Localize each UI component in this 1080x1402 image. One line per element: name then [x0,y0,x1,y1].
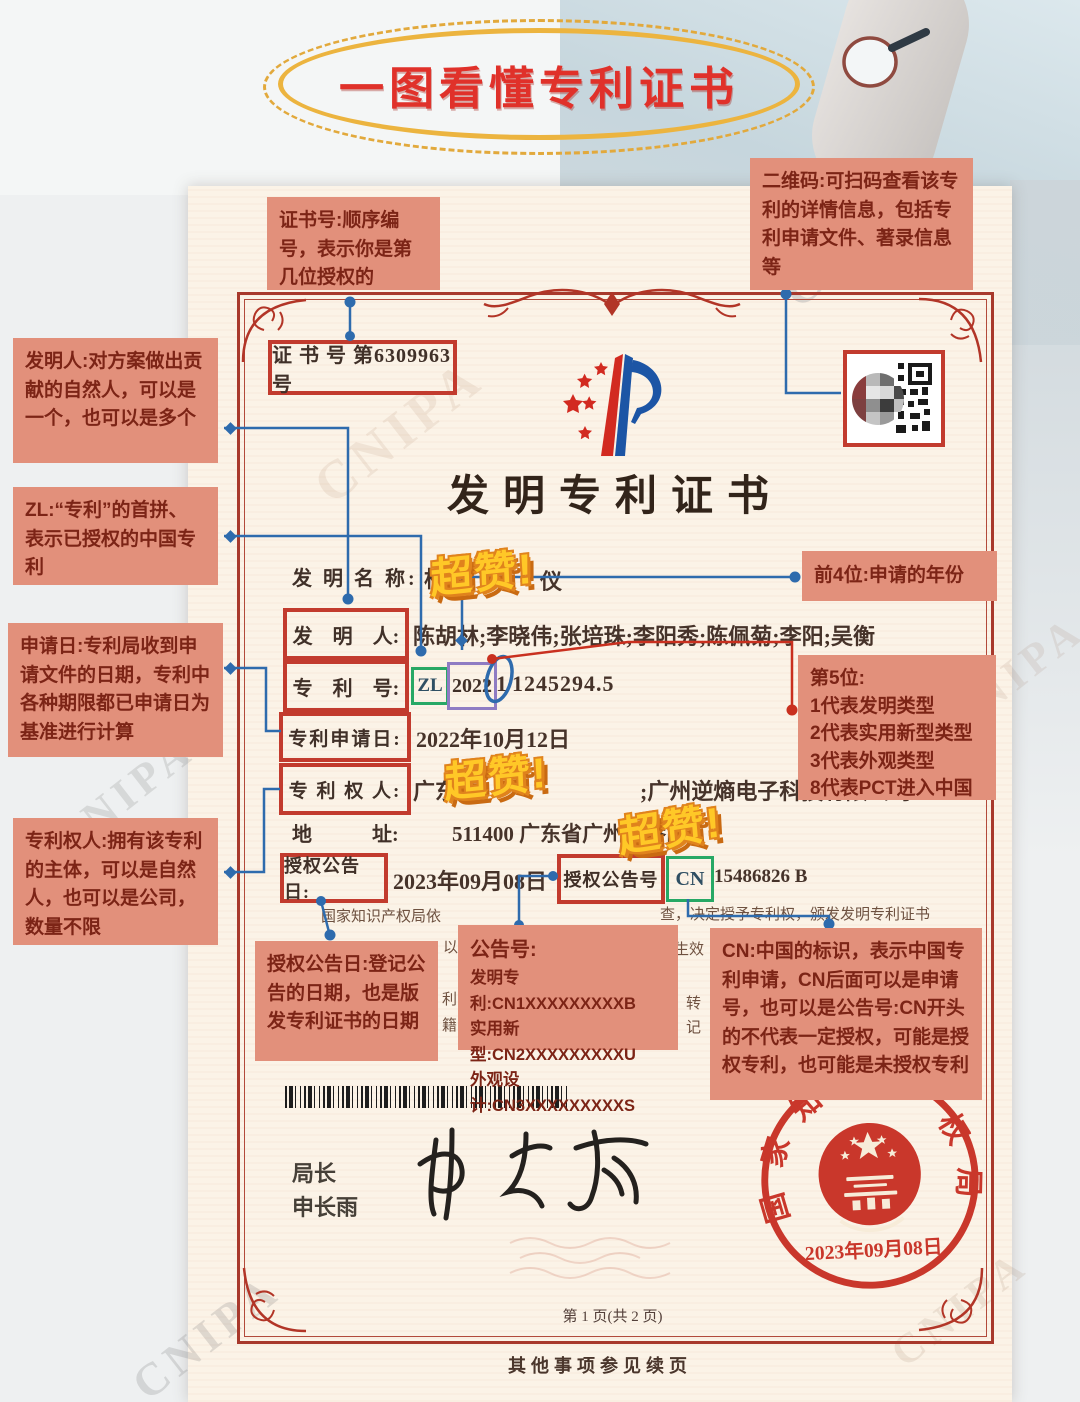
note-gazette-number: 公告号: 发明专利:CN1XXXXXXXXXB 实用新型:CN2XXXXXXXX… [458,925,678,1115]
photo-right-edge [1010,180,1080,860]
grant-number-cn: CN [666,856,714,902]
corner-flourish [241,298,307,363]
patentee-part1: 广东 [413,779,458,804]
praise-sticker: 超赞! [429,544,535,603]
note-qr-code: 二维码:可扫码查看该专利的详情信息，包括专利申请文件、著录信息等 [750,158,973,290]
page-number: 第 1 页(共 2 页) [562,1309,663,1325]
note-zl: ZL:“专利”的首拼、表示已授权的中国专利 [13,487,218,585]
praise-sticker: 超赞! [443,748,549,807]
certificate-title: 发明专利证书 [446,474,783,520]
body-fragment: 以 [443,940,459,956]
cert-number: 证 书 号 第6309963号 [272,344,451,396]
filing-date-value: 2022年10月12日 [416,727,571,752]
corner-flourish [242,1267,307,1333]
address-value: 511400 广东省广州市番禺 [452,822,688,846]
note-cn: CN:中国的标识，表示中国专利申请，CN后面可以是申请号，也可以是公告号:CN开… [710,928,982,1100]
page-title: 一图看懂专利证书 [338,62,739,114]
top-flourish [483,288,741,318]
body-text-left: 国家知识产权局依 [321,909,442,925]
magnifier-icon [842,28,930,88]
patent-number-serial: 1245294.5 [512,671,615,696]
corner-flourish [918,297,983,363]
grant-date-value: 2023年09月08日 [393,869,548,894]
commissioner-title: 局长 [292,1161,337,1186]
national-emblem [818,1122,921,1233]
body-fragment: 生效 [674,942,705,958]
body-fragment: 转 [686,996,702,1012]
body-fragment: 利 [442,992,458,1008]
note-first4: 前4位:申请的年份 [802,551,997,601]
commissioner-name: 申长雨 [292,1195,359,1220]
filing-date-label: 专利申请日: [288,728,402,750]
patent-number-zl: ZL [411,667,449,705]
note-patentee: 专利权人:拥有该专利的主体，可以是自然人，也可以是公司，数量不限 [13,818,218,945]
cnipa-logo [563,354,662,456]
invention-name-part2: 仪 [540,569,563,594]
body-fragment: 籍 [442,1018,458,1034]
wave-ornament [509,1237,671,1279]
patent-number-label: 专 利 号: [292,677,400,700]
barcode [285,1086,567,1108]
header-badge: 一图看懂专利证书 [263,19,815,155]
body-text-right: 查，决定授予专利权，颁发发明专利证书 [660,907,931,923]
commissioner-signature [417,1127,649,1221]
grant-number-value: 15486826 B [714,866,808,887]
continuation-note: 其他事项参见续页 [508,1356,692,1376]
invention-name-part1: 柯 [424,567,447,592]
note-filing-date: 申请日:专利局收到申请文件的日期，专利中各种期限都已申请日为基准进行计算 [8,623,223,757]
address-label: 地 址: [292,824,399,846]
inventor-label: 发 明 人: [292,625,400,648]
grant-number-label: 授权公告号 [563,870,659,890]
patent-number-kind: 1 [496,671,507,696]
note-cert-number: 证书号:顺序编号，表示你是第几位授权的 [267,197,440,290]
grant-date-label: 授权公告日: [284,856,360,902]
body-fragment: 记 [686,1020,702,1036]
seal-date: 2023年09月08日 [804,1235,943,1265]
cert-number-box: 证 书 号 第6309963号 [268,340,457,396]
corner-flourish [918,1267,984,1332]
qr-code-box [843,350,945,447]
patentee-label: 专 利 权 人: [288,780,402,802]
note-fifth-digit: 第5位: 1代表发明类型 2代表实用新型类型 3代表外观类型 8代表PCT进入中… [798,655,996,800]
qr-code [852,358,936,439]
invention-name-label: 发 明 名 称: [292,568,418,590]
note-grant-date: 授权公告日:登记公告的日期，也是版发专利证书的日期 [255,941,438,1061]
patent-number-year: 2022 [447,662,497,710]
inventor-names: 陈胡林;李晓伟;张培珠;李阳秀;陈佩菊;李阳;吴衡 [413,624,875,649]
note-inventor: 发明人:对方案做出贡献的自然人，可以是一个，也可以是多个 [13,338,218,463]
